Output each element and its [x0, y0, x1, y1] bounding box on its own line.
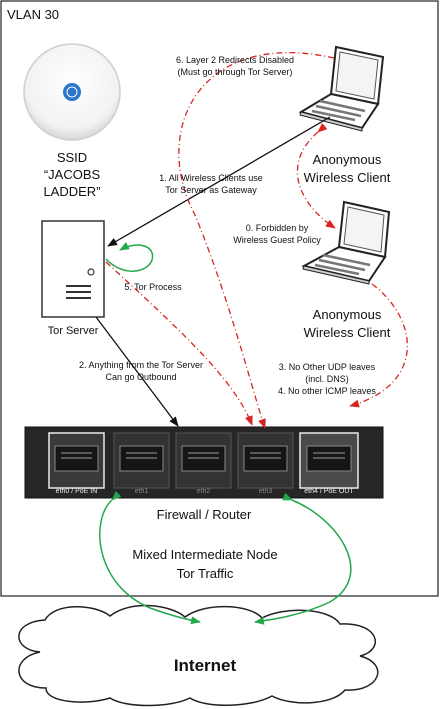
client-bottom-label-line1: Anonymous — [312, 307, 382, 322]
router-port-eth4-icon — [299, 432, 359, 489]
ssid-label-line1: SSID — [56, 150, 88, 165]
port-label-eth4: eth4 / PoE OUT — [304, 488, 354, 495]
annotation-gateway-line2: Tor Server as Gateway — [165, 185, 257, 195]
router-port-eth3-icon — [237, 432, 294, 489]
router-to-internet-right-path — [254, 492, 352, 625]
laptop-icon-top — [298, 45, 385, 132]
internet-cloud-icon — [18, 604, 379, 707]
client-top-label-line1: Anonymous — [312, 152, 382, 167]
gateway-arrow — [107, 116, 331, 247]
annotation-forbidden-line2: Wireless Guest Policy — [233, 235, 321, 245]
ssid-label-line3: LADDER” — [43, 184, 101, 199]
tor-process-loop — [105, 242, 154, 272]
annotation-udp-line2: (incl. DNS) — [305, 374, 349, 384]
annotation-outbound-line2: Can go Outbound — [105, 372, 177, 382]
annotation-gateway-line1: 1. All Wireless Clients use — [159, 173, 263, 183]
port-label-eth2: eth2 — [196, 488, 211, 495]
udp-icmp-path — [349, 283, 408, 408]
layer2-redirect-path — [178, 52, 335, 429]
mixed-traffic-line1: Mixed Intermediate Node — [132, 547, 278, 562]
annotation-forbidden-line1: 0. Forbidden by — [245, 223, 309, 233]
annotation-outbound-line1: 2. Anything from the Tor Server — [79, 360, 203, 370]
annotation-icmp: 4. No other ICMP leaves — [278, 386, 376, 396]
tor-server-label: Tor Server — [47, 325, 99, 337]
vlan-label: VLAN 30 — [7, 7, 60, 22]
port-label-eth0: eth0 / PoE IN — [55, 488, 98, 495]
client-top-label-line2: Wireless Client — [303, 170, 391, 185]
annotation-layer2-line2: (Must go through Tor Server) — [177, 67, 293, 77]
tor-to-router-path — [105, 261, 253, 426]
client-to-client-forbidden-path — [296, 123, 336, 229]
router-icon — [24, 426, 384, 499]
port-label-eth3: eth3 — [258, 488, 273, 495]
port-label-eth1: eth1 — [134, 488, 149, 495]
annotation-tor-process: 5. Tor Process — [124, 282, 182, 292]
laptop-icon-bottom — [301, 200, 391, 285]
router-port-eth2-icon — [175, 432, 232, 489]
access-point-icon — [23, 43, 121, 141]
router-port-eth1-icon — [113, 432, 170, 489]
router-port-eth0-icon — [48, 432, 105, 489]
annotation-udp-line1: 3. No Other UDP leaves — [278, 362, 376, 372]
vlan-boundary — [0, 0, 439, 597]
router-to-internet-left-path — [99, 490, 201, 625]
ssid-label-line2: “JACOBS — [43, 167, 101, 182]
client-bottom-label-line2: Wireless Client — [303, 325, 391, 340]
mixed-traffic-line2: Tor Traffic — [176, 566, 234, 581]
router-label: Firewall / Router — [156, 507, 252, 522]
annotation-layer2-line1: 6. Layer 2 Redirects Disabled — [175, 55, 295, 65]
outbound-arrow — [95, 316, 179, 427]
tor-server-icon — [41, 220, 105, 318]
internet-label: Internet — [173, 656, 237, 675]
